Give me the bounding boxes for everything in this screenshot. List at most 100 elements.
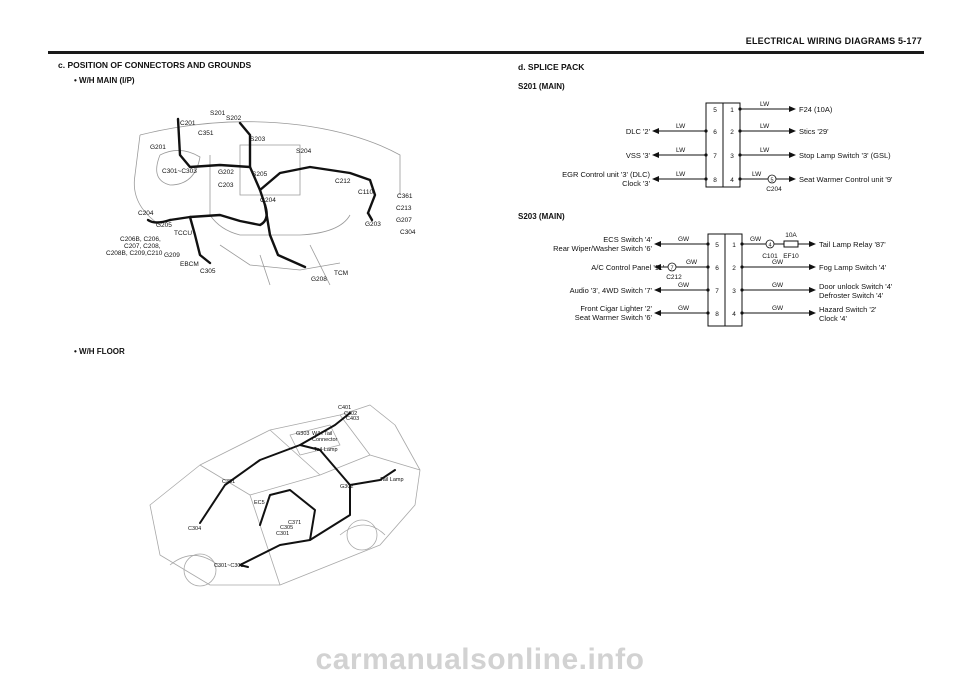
svg-text:EBCM: EBCM	[180, 261, 199, 268]
svg-text:G208: G208	[311, 276, 327, 283]
s201-pin-1: 1	[730, 107, 734, 114]
svg-text:C301~C303: C301~C303	[162, 168, 197, 175]
s201-pin-4: 4	[730, 177, 734, 184]
s203-label-cigar: Front Cigar Lighter '2'	[580, 304, 652, 313]
bullet-wh-main-ip: • W/H MAIN (I/P)	[74, 76, 135, 85]
s201-title: S201 (MAIN)	[518, 82, 565, 91]
svg-text:G201: G201	[150, 144, 166, 151]
s203-wire-gw: GW	[678, 282, 690, 289]
s203-pin-5: 5	[715, 242, 719, 249]
svg-text:S203: S203	[250, 136, 266, 143]
s203-pin-7: 7	[715, 288, 719, 295]
s201-label-clock: Clock '3'	[622, 179, 650, 188]
s203-label-defroster: Defroster Switch '4'	[819, 291, 884, 300]
s201-wire-lw: LW	[676, 123, 686, 130]
s203-wire-gw: GW	[772, 305, 784, 312]
s201-pin-2: 2	[730, 129, 734, 136]
svg-text:Tail Lamp: Tail Lamp	[314, 447, 338, 453]
s201-pin-3: 3	[730, 153, 734, 160]
s201-label-vss: VSS '3'	[626, 151, 651, 160]
svg-text:C351: C351	[198, 130, 214, 137]
svg-text:C201: C201	[180, 120, 196, 127]
s203-connector-c212: C212	[666, 274, 682, 281]
s201-label-seat-warmer: Seat Warmer Control unit '9'	[799, 175, 893, 184]
svg-text:S202: S202	[226, 115, 242, 122]
s203-wire-gw: GW	[686, 259, 698, 266]
page-header-title: ELECTRICAL WIRING DIAGRAMS 5-177	[745, 36, 922, 46]
svg-text:G303: G303	[296, 431, 309, 437]
s203-pin-2: 2	[732, 265, 736, 272]
svg-text:G203: G203	[365, 221, 381, 228]
svg-text:G202: G202	[218, 169, 234, 176]
s203-fuse-rating: 10A	[785, 232, 797, 239]
s203-label-clock: Clock '4'	[819, 314, 847, 323]
svg-text:C301: C301	[276, 531, 289, 537]
s201-wire-lw: LW	[760, 101, 770, 108]
s201-label-stics: Stics '29'	[799, 127, 829, 136]
svg-text:G302: G302	[340, 484, 353, 490]
s203-label-fog-lamp: Fog Lamp Switch '4'	[819, 263, 887, 272]
s203-title: S203 (MAIN)	[518, 212, 565, 221]
svg-text:TCM: TCM	[334, 270, 348, 277]
svg-text:C371: C371	[288, 520, 301, 526]
svg-text:C401: C401	[338, 405, 351, 411]
section-c-heading: c. POSITION OF CONNECTORS AND GROUNDS	[58, 60, 252, 70]
s203-fuse-id: EF10	[783, 253, 799, 260]
s203-pin-1: 1	[732, 242, 736, 249]
svg-text:C361: C361	[397, 193, 413, 200]
svg-text:C212: C212	[335, 178, 351, 185]
svg-text:EC5: EC5	[254, 500, 265, 506]
svg-text:TCCU: TCCU	[174, 230, 192, 237]
s203-connector-7: 7	[670, 266, 673, 272]
s203-label-ac-panel: A/C Control Panel '11'	[591, 263, 664, 272]
s201-pin-7: 7	[713, 153, 717, 160]
s201-label-stop-lamp: Stop Lamp Switch '3' (GSL)	[799, 151, 891, 160]
bullet-wh-floor: • W/H FLOOR	[74, 347, 125, 356]
s203-pin-6: 6	[715, 265, 719, 272]
s201-wire-lw: LW	[752, 171, 762, 178]
s203-wire-gw: GW	[678, 305, 690, 312]
svg-text:Tail Lamp: Tail Lamp	[380, 477, 404, 483]
svg-text:C381: C381	[222, 479, 235, 485]
svg-text:G205: G205	[156, 222, 172, 229]
svg-text:W/H Tail: W/H Tail	[312, 431, 332, 437]
s201-splice-diagram: 5 6 7 8 1 2 3 4 5 C204 LW LW LW LW LW LW…	[562, 101, 893, 193]
s201-wire-lw: LW	[760, 123, 770, 130]
s203-wire-gw: GW	[678, 236, 690, 243]
watermark: carmanualsonline.info	[315, 643, 645, 676]
svg-text:C203: C203	[218, 182, 234, 189]
svg-text:C403: C403	[346, 416, 359, 422]
s201-connector-label: C204	[766, 186, 782, 193]
s201-label-egr: EGR Control unit '3' (DLC)	[562, 170, 650, 179]
s203-label-rear-wiper: Rear Wiper/Washer Switch '6'	[553, 244, 652, 253]
section-d-heading: d. SPLICE PACK	[518, 62, 585, 72]
svg-text:Connector: Connector	[312, 437, 338, 443]
s201-connector-num: 5	[770, 178, 773, 184]
s201-pin-5: 5	[713, 107, 717, 114]
s203-fuse	[783, 240, 799, 248]
s203-wire-gw: GW	[772, 259, 784, 266]
svg-text:C304: C304	[188, 526, 201, 532]
s203-pin-3: 3	[732, 288, 736, 295]
s203-wire-gw: GW	[772, 282, 784, 289]
s201-wire-lw: LW	[760, 147, 770, 154]
svg-text:C213: C213	[396, 205, 412, 212]
svg-text:C402: C402	[344, 411, 357, 417]
s201-wire-lw: LW	[676, 171, 686, 178]
s203-label-tail-relay: Tail Lamp Relay '87'	[819, 240, 886, 249]
svg-text:G207: G207	[396, 217, 412, 224]
s203-connector-c101: C101	[762, 253, 778, 260]
s201-wire-lw: LW	[676, 147, 686, 154]
svg-text:G204: G204	[260, 197, 276, 204]
s203-label-seat-warmer: Seat Warmer Switch '6'	[575, 313, 653, 322]
s203-label-hazard: Hazard Switch '2'	[819, 305, 877, 314]
s201-pin-8: 8	[713, 177, 717, 184]
s201-label-f24: F24 (10A)	[799, 105, 833, 114]
s203-pin-4: 4	[732, 311, 736, 318]
svg-text:C207, C208,: C207, C208,	[124, 243, 161, 250]
header-rule	[48, 51, 924, 54]
s203-label-audio: Audio '3', 4WD Switch '7'	[570, 286, 653, 295]
s201-label-dlc: DLC '2'	[626, 127, 651, 136]
